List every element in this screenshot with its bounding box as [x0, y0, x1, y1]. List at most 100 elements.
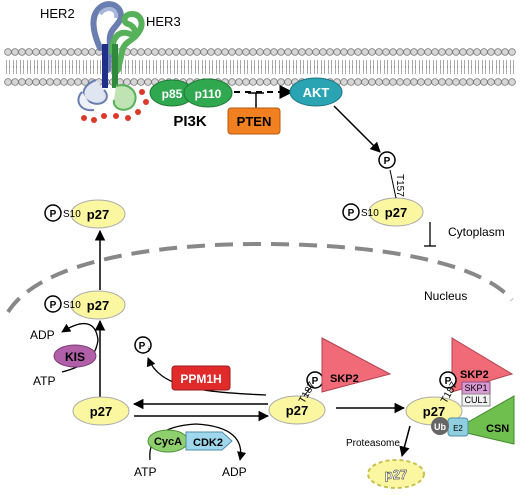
her2-label: HER2 — [40, 6, 75, 21]
pi3k-complex: p85 p110 PI3K — [149, 78, 233, 130]
lipid-head — [46, 78, 54, 86]
lipid-head — [389, 78, 397, 86]
p27-label: p27 — [385, 205, 407, 220]
lipid-head — [39, 48, 47, 56]
skp1-label: SKP1 — [464, 383, 487, 393]
lipid-head — [221, 48, 229, 56]
lipid-head — [179, 48, 187, 56]
lipid-head — [452, 48, 460, 56]
lipid-head — [74, 78, 82, 86]
lipid-head — [249, 48, 257, 56]
lipid-head — [473, 48, 481, 56]
lipid-head — [501, 78, 509, 86]
cul1-label: CUL1 — [464, 395, 487, 405]
lipid-head — [403, 48, 411, 56]
ub-node — [431, 417, 449, 435]
lipid-head — [438, 48, 446, 56]
lipid-head — [165, 48, 173, 56]
lipid-head — [424, 48, 432, 56]
proteasome-label: Proteasome — [346, 438, 400, 449]
nucleus-label: Nucleus — [424, 289, 467, 303]
phospho-label: P — [50, 209, 57, 220]
lipid-head — [18, 48, 26, 56]
lipid-head — [494, 78, 502, 86]
lipid-head — [382, 78, 390, 86]
lipid-head — [382, 48, 390, 56]
lipid-head — [130, 78, 138, 86]
lipid-head — [396, 78, 404, 86]
p27-degraded: p27 — [367, 459, 425, 489]
lipid-head — [235, 48, 243, 56]
lipid-head — [410, 48, 418, 56]
lipid-head — [431, 78, 439, 86]
lipid-head — [207, 48, 215, 56]
p27-cytoplasm-s10: p27 P S10 — [44, 199, 126, 229]
kis-node: KIS — [53, 344, 97, 368]
lipid-head — [242, 78, 250, 86]
skp2-triangle: SKP2 — [321, 337, 392, 393]
lipid-head — [88, 48, 96, 56]
lipid-head — [459, 48, 467, 56]
lipid-head — [53, 48, 61, 56]
lipid-head — [326, 48, 334, 56]
adp-label: ADP — [222, 465, 247, 479]
lipid-head — [438, 78, 446, 86]
atp-label: ATP — [134, 465, 156, 479]
lipid-head — [487, 78, 495, 86]
csn-label: CSN — [486, 423, 509, 435]
p110-label: p110 — [195, 87, 222, 101]
akt-to-p27-arrow — [333, 105, 381, 153]
p27-nucleus-s10: p27 P S10 — [44, 290, 126, 320]
phospho-label: P — [384, 156, 391, 167]
lipid-head — [480, 78, 488, 86]
cell-membrane — [4, 48, 516, 86]
lipid-head — [228, 78, 236, 86]
adp-label: ADP — [30, 328, 55, 342]
lipid-head — [354, 48, 362, 56]
lipid-head — [263, 78, 271, 86]
cul1-box — [461, 393, 491, 407]
lipid-head — [60, 48, 68, 56]
lipid-head — [277, 48, 285, 56]
p27-label: p27 — [87, 298, 109, 313]
receptor-phospho-sites — [81, 89, 149, 123]
cyca-node: CycA — [147, 429, 189, 453]
lipid-head — [445, 48, 453, 56]
p27-label: p27 — [90, 404, 112, 419]
p27-label: p27 — [87, 207, 109, 222]
lipid-head — [25, 78, 33, 86]
p27-label: p27 — [385, 467, 407, 482]
lipid-head — [144, 48, 152, 56]
atp-label: ATP — [33, 374, 55, 388]
lipid-head — [235, 78, 243, 86]
e2-label: E2 — [453, 424, 463, 433]
nuclear-envelope — [6, 241, 514, 314]
t157-label: T157 — [394, 174, 405, 197]
lipid-head — [375, 48, 383, 56]
p27-unphosphorylated: p27 — [72, 396, 130, 426]
lipid-head — [501, 48, 509, 56]
lipid-head — [284, 78, 292, 86]
lipid-head — [18, 78, 26, 86]
lipid-head — [137, 48, 145, 56]
lipid-head — [200, 48, 208, 56]
lipid-head — [284, 48, 292, 56]
lipid-head — [25, 48, 33, 56]
lipid-head — [291, 48, 299, 56]
p27-scf-complex: p27 P T187 SKP2 SKP1 CUL1 CSN E2 Ub — [405, 337, 515, 445]
lipid-head — [445, 78, 453, 86]
lipid-head — [67, 48, 75, 56]
pten-label: PTEN — [237, 114, 272, 129]
lipid-head — [270, 78, 278, 86]
lipid-head — [466, 48, 474, 56]
lipid-head — [249, 78, 257, 86]
lipid-head — [431, 48, 439, 56]
ppm1h-label: PPM1H — [180, 372, 221, 386]
p27-label: p27 — [423, 404, 445, 419]
lipid-head — [74, 48, 82, 56]
akt-label: AKT — [303, 85, 330, 100]
cdk2-node: CDK2 — [185, 431, 233, 451]
lipid-head — [298, 48, 306, 56]
lipid-head — [375, 78, 383, 86]
